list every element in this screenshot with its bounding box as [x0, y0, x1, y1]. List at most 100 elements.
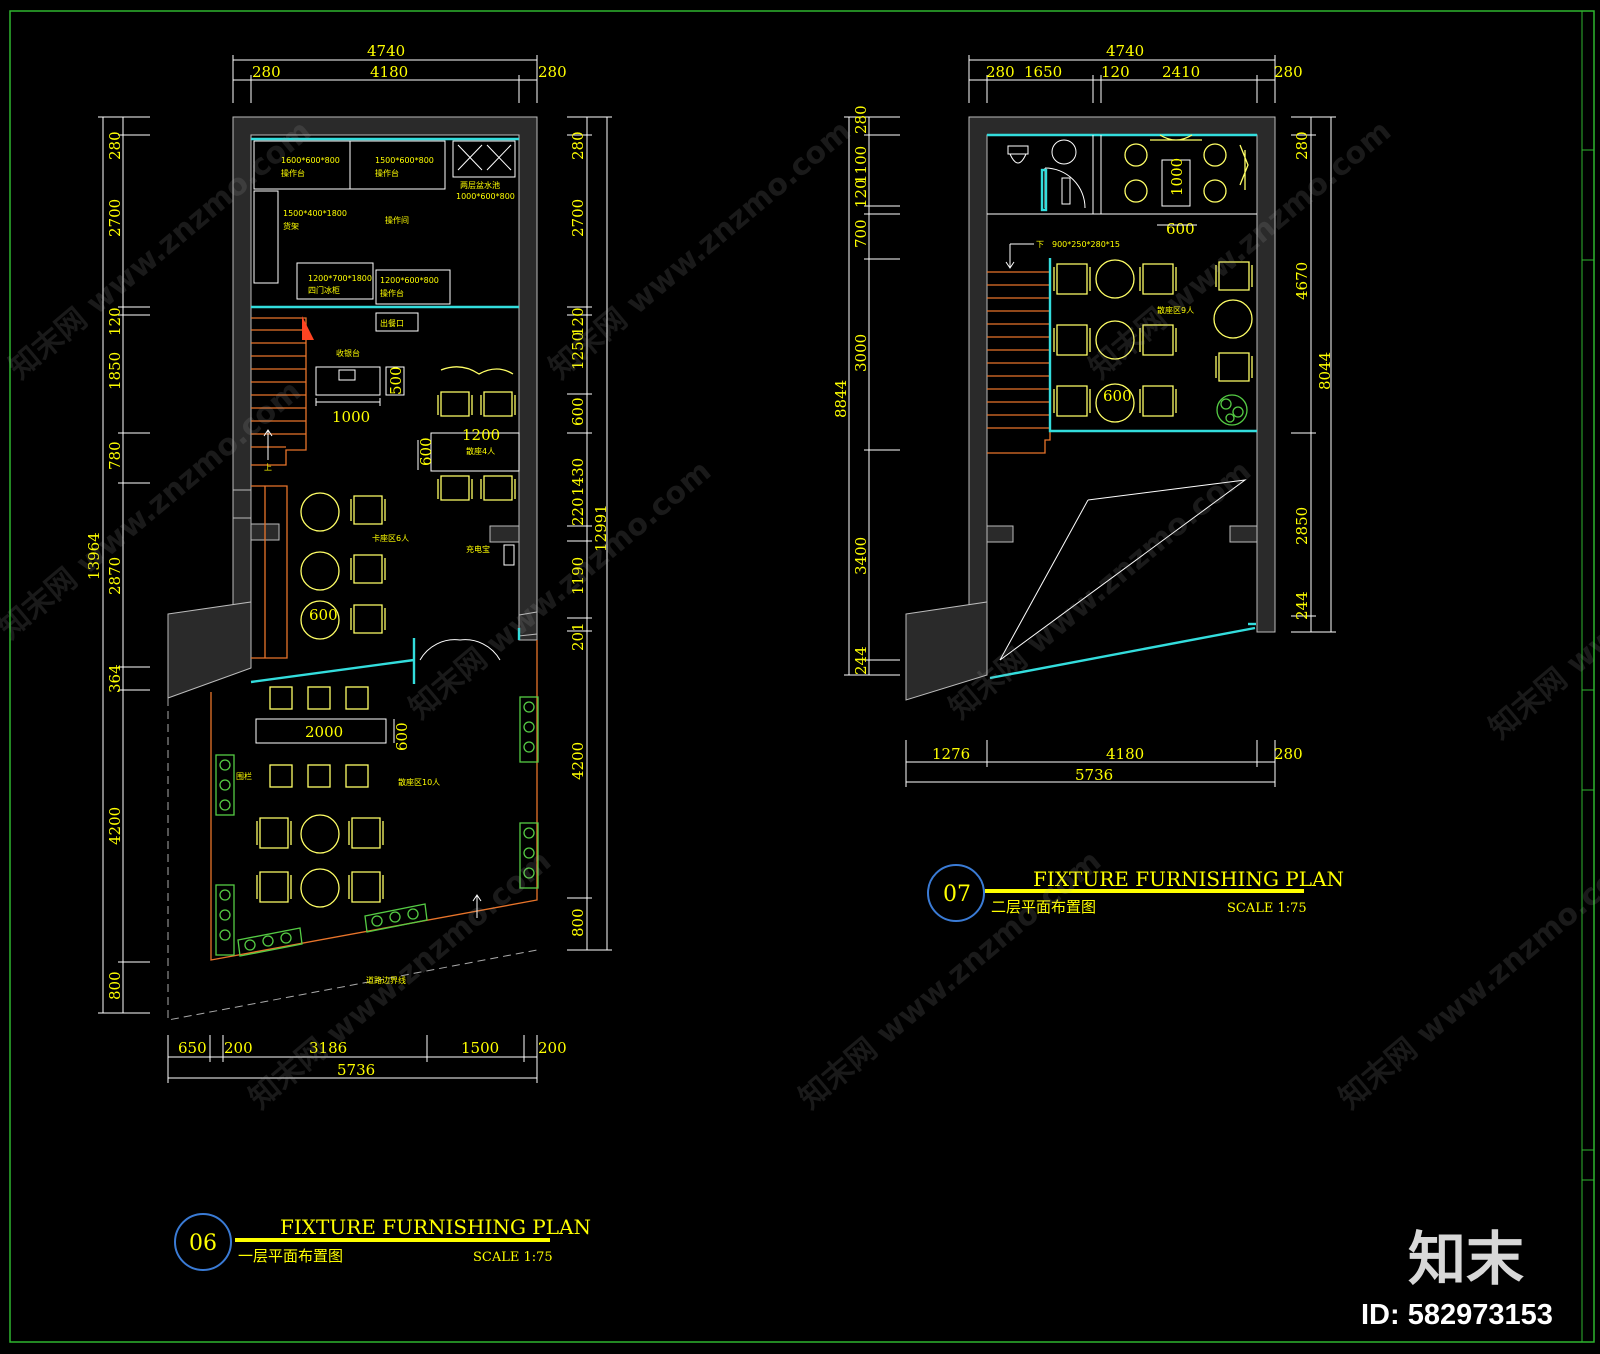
dim-top-total: 4740	[367, 42, 405, 60]
label-round-600: 600	[1103, 387, 1132, 405]
dim-left-6: 2870	[106, 557, 124, 595]
dim-bottom-2: 4180	[1106, 745, 1144, 763]
dim-lines-bottom-06	[167, 1035, 538, 1083]
dim-bottom-5: 200	[538, 1039, 567, 1057]
drawing-frame	[9, 10, 1595, 1343]
dim-right-1: 280	[569, 131, 587, 160]
dim-right-8: 1190	[569, 557, 587, 595]
dim-left-4: 1850	[106, 352, 124, 390]
watermark-10: 知末网 www.znzmo.com	[1333, 844, 1600, 1117]
label-lawn: 道路边界线	[366, 975, 406, 985]
dim-bottom-4: 1500	[461, 1039, 499, 1057]
watermark-6: 知末网 www.znzmo.com	[943, 454, 1258, 727]
label-stair-spec: 900*250*280*15	[1052, 240, 1120, 249]
dim-right-2: 2700	[569, 199, 587, 237]
dim-right-11: 800	[569, 908, 587, 937]
dim-top-3: 120	[1101, 63, 1130, 81]
plan-06-number-circle	[174, 1213, 232, 1271]
dim-right-10: 4200	[569, 742, 587, 780]
label-round-600: 600	[309, 606, 338, 624]
label-booth: 卡座区6人	[372, 533, 409, 543]
cashier-06	[315, 366, 405, 406]
dim-lines-left-06	[98, 116, 150, 1014]
stair-07	[987, 243, 1051, 454]
label-opr: 操作间	[385, 215, 409, 225]
label-work1b: 操作台	[281, 168, 305, 178]
dim-left-total: 13964	[85, 532, 103, 580]
plan-07-subtitle: 二层平面布置图	[991, 898, 1096, 916]
dim-right-6: 1430	[569, 458, 587, 496]
label-work3: 1200*600*800	[380, 276, 439, 285]
dim-bottom-3: 280	[1274, 745, 1303, 763]
dim-right-total: 8044	[1316, 352, 1334, 390]
label-seat4: 散座4人	[466, 446, 495, 456]
seating-07	[1048, 258, 1257, 433]
dim-lines-bottom-07	[905, 740, 1276, 787]
dim-bottom-1: 1276	[932, 745, 970, 763]
dim-left-3: 120	[106, 307, 124, 336]
dim-left-4: 700	[852, 219, 870, 248]
label-fridgeb: 四门冰柜	[308, 285, 340, 295]
dim-right-7: 220	[569, 497, 587, 526]
dim-left-7: 364	[106, 664, 124, 693]
label-seat10: 散座区10人	[398, 777, 440, 787]
plan-07-title: FIXTURE FURNISHING PLAN	[1033, 867, 1344, 891]
watermark-3: 知末网 www.znzmo.com	[1083, 114, 1398, 387]
watermark-4: 知末网 www.znzmo.com	[0, 374, 308, 647]
label-cashier: 收银台	[336, 348, 360, 358]
table-4-06	[417, 366, 520, 501]
label-charger: 充电宝	[466, 544, 490, 554]
dim-top-5: 280	[1274, 63, 1303, 81]
dim-left-7: 244	[852, 646, 870, 675]
stair-06	[251, 316, 314, 466]
label-cashier-d: 500	[387, 366, 405, 395]
dim-left-2: 2700	[106, 199, 124, 237]
label-sinkb: 1000*600*800	[456, 192, 515, 201]
dim-left-9: 800	[106, 971, 124, 1000]
watermark-8: 知末网 www.znzmo.com	[243, 844, 558, 1117]
fridge	[296, 262, 374, 300]
label-table-1000: 1000	[1168, 158, 1186, 196]
dim-top-3: 280	[538, 63, 567, 81]
label-work2b: 操作台	[375, 168, 399, 178]
label-seat9: 散座区9人	[1157, 305, 1194, 315]
dim-right-1: 280	[1293, 131, 1311, 160]
label-table-600: 600	[417, 437, 435, 466]
dim-right-4: 244	[1293, 591, 1311, 620]
kitchen-06	[251, 137, 519, 332]
dim-right-3: 2850	[1293, 507, 1311, 545]
dim-top-total: 4740	[1106, 42, 1144, 60]
dim-bottom-1: 650	[178, 1039, 207, 1057]
booth-06	[251, 485, 515, 659]
dim-left-2: 1100	[852, 146, 870, 184]
dim-bottom-total: 5736	[337, 1061, 375, 1079]
label-fridge: 1200*700*1800	[308, 274, 372, 283]
dim-left-5: 3000	[852, 334, 870, 372]
dim-top-1: 280	[986, 63, 1015, 81]
label-long-600: 600	[393, 722, 411, 751]
dim-right-9: 201	[569, 622, 587, 651]
label-long-2000: 2000	[305, 723, 343, 741]
storefront-06	[250, 628, 521, 684]
label-table-1200: 1200	[462, 426, 500, 444]
label-table-600: 600	[1166, 220, 1195, 238]
label-pickup: 出餐口	[380, 318, 404, 328]
dim-right-4: 120	[569, 307, 587, 336]
dim-top-2: 1650	[1024, 63, 1062, 81]
pickup-window	[375, 312, 419, 332]
double-sink	[452, 140, 516, 178]
label-shelf: 1500*400*1800	[283, 209, 347, 218]
worktable-2	[349, 140, 446, 190]
dim-lines-right-07	[1291, 116, 1336, 633]
dim-right-2: 4670	[1293, 262, 1311, 300]
dim-left-3: 120	[852, 179, 870, 208]
dim-lines-right-06	[567, 116, 612, 951]
dim-lines-top-07	[968, 55, 1276, 103]
dim-top-1: 280	[252, 63, 281, 81]
plan-07-scale: SCALE 1:75	[1227, 901, 1307, 916]
plan-06-scale: SCALE 1:75	[473, 1250, 553, 1265]
brand-logo: 知末	[1408, 1225, 1524, 1293]
label-work3b: 操作台	[380, 288, 404, 298]
label-cashier-w: 1000	[332, 408, 370, 426]
